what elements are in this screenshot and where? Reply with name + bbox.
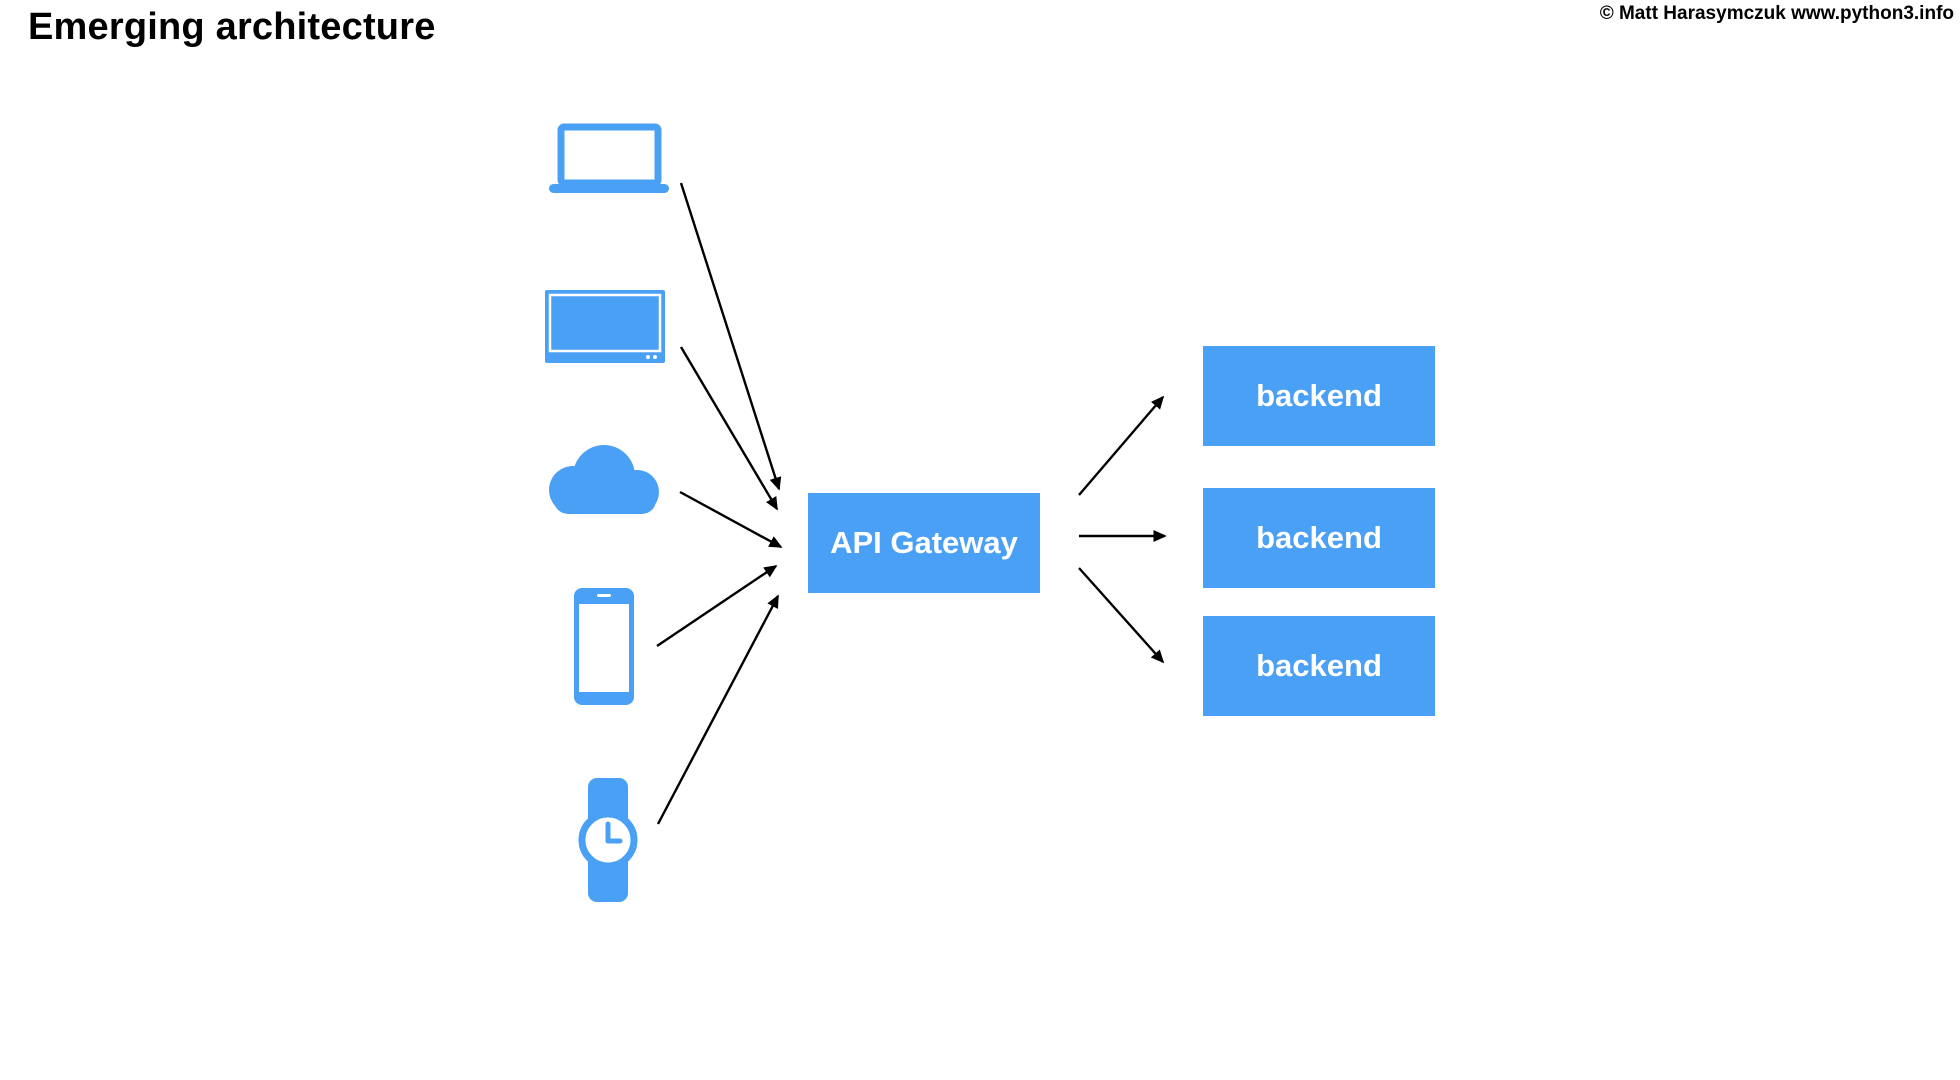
arrow-smartphone-to-gateway [656, 565, 778, 647]
slide-title: Emerging architecture [28, 6, 436, 48]
arrow-gateway-to-backend-1 [1078, 395, 1165, 496]
backend-box-1: backend [1203, 346, 1435, 446]
backend-box-3: backend [1203, 616, 1435, 716]
tv-icon [545, 290, 665, 363]
arrow-gateway-to-backend-3 [1078, 567, 1165, 664]
backend-box-2: backend [1203, 488, 1435, 588]
smartwatch-icon [578, 778, 638, 902]
backend-label-2: backend [1256, 520, 1382, 555]
arrow-smartwatch-to-gateway [656, 594, 780, 825]
arrow-laptop-to-gateway [679, 182, 782, 491]
arrow-tv-to-gateway [679, 346, 779, 511]
api-gateway-box: API Gateway [808, 493, 1040, 593]
arrow-cloud-to-gateway [679, 490, 783, 549]
cloud-icon [549, 445, 659, 514]
backend-label-1: backend [1256, 378, 1382, 413]
smartphone-icon [574, 588, 634, 705]
copyright: © Matt Harasymczuk www.python3.info [1599, 3, 1954, 24]
laptop-icon [549, 123, 669, 193]
api-gateway-label: API Gateway [830, 525, 1018, 560]
backend-label-3: backend [1256, 648, 1382, 683]
